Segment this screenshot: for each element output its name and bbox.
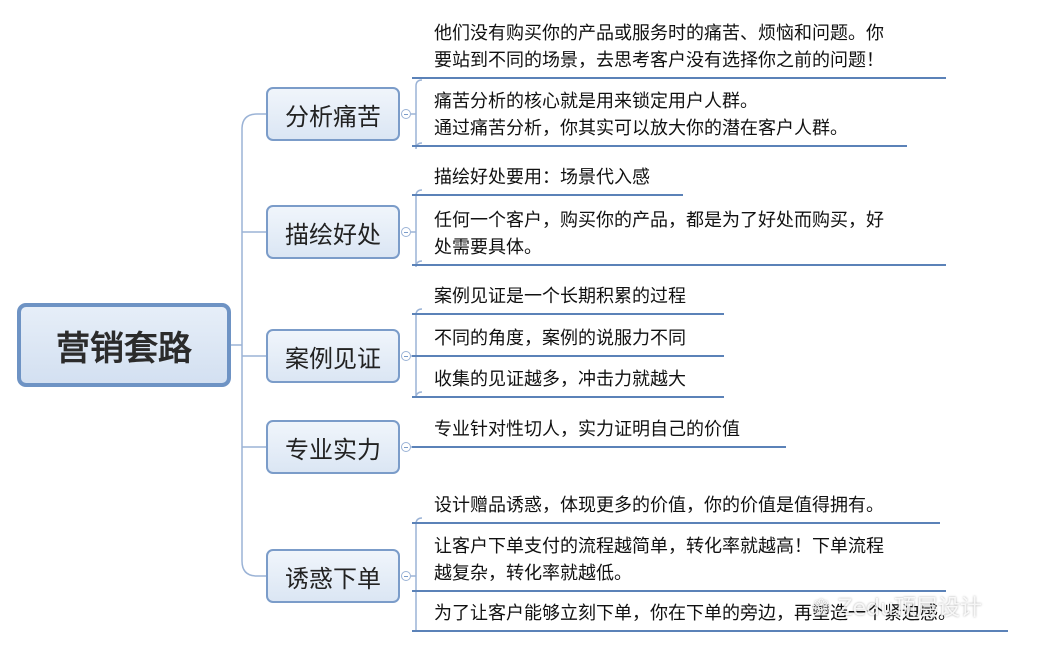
root-node[interactable]: 营销套路 <box>17 303 231 387</box>
leaf-topic[interactable]: 他们没有购买你的产品或服务时的痛苦、烦恼和问题。你 要站到不同的场景，去思考客户… <box>412 20 946 79</box>
branch-label: 诱惑下单 <box>285 564 381 593</box>
branch-node-tempt-order[interactable]: 诱惑下单 <box>266 549 400 603</box>
trunk-line <box>231 113 266 577</box>
branch-node-analyze-pain[interactable]: 分析痛苦 <box>266 87 400 141</box>
leaf-topic[interactable]: 设计赠品诱惑，体现更多的价值，你的价值是值得拥有。 <box>412 492 940 524</box>
leaf-topic[interactable]: 案例见证是一个长期积累的过程 <box>412 283 724 315</box>
root-label: 营销套路 <box>56 328 192 369</box>
collapse-icon[interactable] <box>401 109 411 119</box>
branch-node-case-testimony[interactable]: 案例见证 <box>266 329 400 383</box>
leaf-text: 痛苦分析的核心就是用来锁定用户人群。 通过痛苦分析，你其实可以放大你的潜在客户人… <box>434 91 848 139</box>
leaf-topic[interactable]: 描绘好处要用：场景代入感 <box>412 164 683 196</box>
leaf-text: 任何一个客户，购买你的产品，都是为了好处而购买，好 处需要具体。 <box>434 210 884 258</box>
branch-label: 专业实力 <box>285 435 381 464</box>
branch-label: 描绘好处 <box>285 220 381 249</box>
collapse-icon[interactable] <box>401 571 411 581</box>
branch-label: 分析痛苦 <box>285 102 381 131</box>
leaf-topic[interactable]: 为了让客户能够立刻下单，你在下单的旁边，再塑造一个紧迫感。 <box>412 600 1008 632</box>
leaf-text: 描绘好处要用：场景代入感 <box>434 167 650 188</box>
leaf-text: 为了让客户能够立刻下单，你在下单的旁边，再塑造一个紧迫感。 <box>434 603 956 624</box>
wechat-icon: ❁ <box>812 596 831 621</box>
branch-node-describe-benefit[interactable]: 描绘好处 <box>266 205 400 259</box>
leaf-text: 设计赠品诱惑，体现更多的价值，你的价值是值得拥有。 <box>434 495 884 516</box>
watermark: ❁ Zedu顶层设计 <box>812 590 982 622</box>
collapse-icon[interactable] <box>401 351 411 361</box>
leaf-text: 案例见证是一个长期积累的过程 <box>434 286 686 307</box>
leaf-topic[interactable]: 专业针对性切人，实力证明自己的价值 <box>412 416 786 448</box>
leaf-text: 专业针对性切人，实力证明自己的价值 <box>434 419 740 440</box>
leaf-topic[interactable]: 让客户下单支付的流程越简单，转化率就越高！下单流程 越复杂，转化率就越低。 <box>412 533 946 592</box>
collapse-icon[interactable] <box>401 442 411 452</box>
collapse-icon[interactable] <box>401 227 411 237</box>
branch-2-links <box>411 189 423 268</box>
branch-1-links <box>411 79 423 150</box>
leaf-text: 不同的角度，案例的说服力不同 <box>434 328 686 349</box>
leaf-topic[interactable]: 痛苦分析的核心就是用来锁定用户人群。 通过痛苦分析，你其实可以放大你的潜在客户人… <box>412 88 907 147</box>
leaf-text: 他们没有购买你的产品或服务时的痛苦、烦恼和问题。你 要站到不同的场景，去思考客户… <box>434 23 884 71</box>
branch-label: 案例见证 <box>285 344 381 373</box>
leaf-topic[interactable]: 收集的见证越多，冲击力就越大 <box>412 366 724 398</box>
branch-node-professional-strength[interactable]: 专业实力 <box>266 420 400 474</box>
leaf-text: 收集的见证越多，冲击力就越大 <box>434 369 686 390</box>
watermark-text: Zedu顶层设计 <box>837 596 982 621</box>
leaf-topic[interactable]: 不同的角度，案例的说服力不同 <box>412 325 724 357</box>
leaf-topic[interactable]: 任何一个客户，购买你的产品，都是为了好处而购买，好 处需要具体。 <box>412 207 946 266</box>
leaf-text: 让客户下单支付的流程越简单，转化率就越高！下单流程 越复杂，转化率就越低。 <box>434 536 884 584</box>
